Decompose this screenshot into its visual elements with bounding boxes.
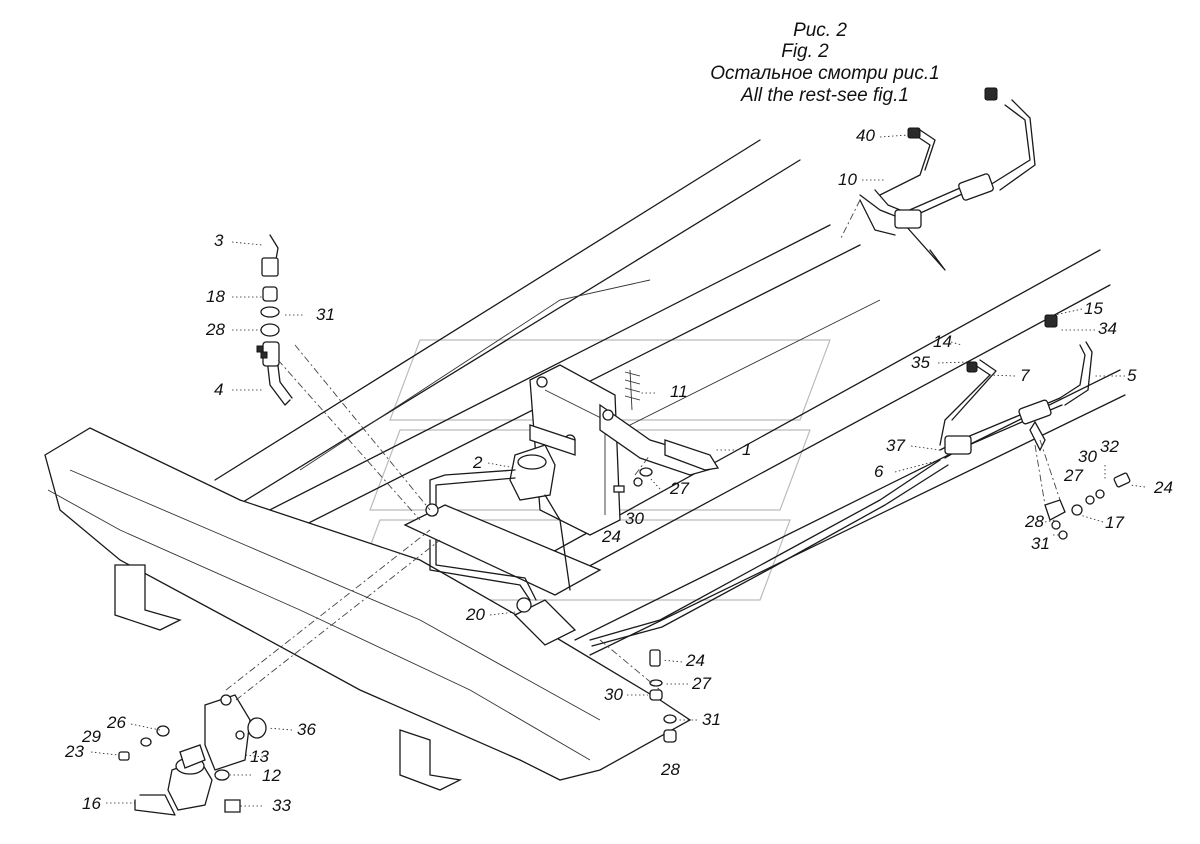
callout-30-right: 30 (1078, 447, 1097, 466)
callout-1: 1 (742, 440, 752, 459)
callout-28-right: 28 (1025, 512, 1044, 531)
callout-24-right: 24 (1154, 478, 1173, 497)
callout-24-bottom: 24 (686, 651, 705, 670)
callout-18: 18 (206, 287, 225, 306)
callout-11: 11 (670, 382, 688, 401)
callout-26: 26 (107, 713, 126, 732)
master-cylinder (509, 424, 576, 501)
callout-30-center: 30 (625, 509, 644, 528)
figure-caption-en: Fig. 2 (781, 41, 829, 62)
leader-lines (90, 134, 1146, 807)
callout-23: 23 (65, 742, 84, 761)
alignment-lines (225, 199, 1061, 701)
callout-7: 7 (1020, 366, 1030, 385)
callout-31-top: 31 (316, 305, 335, 324)
callout-37: 37 (886, 436, 905, 455)
callout-27-bottom: 27 (692, 674, 711, 693)
callout-36: 36 (297, 720, 316, 739)
callout-31-bottom: 31 (702, 710, 721, 729)
callout-35: 35 (911, 353, 930, 372)
callout-17: 17 (1105, 513, 1124, 532)
callout-34: 34 (1098, 319, 1117, 338)
callout-31-right: 31 (1031, 534, 1050, 553)
callout-10: 10 (838, 170, 857, 189)
callout-6: 6 (874, 462, 884, 481)
callout-13: 13 (250, 747, 269, 766)
callout-20: 20 (466, 605, 485, 624)
callout-16: 16 (82, 794, 101, 813)
callout-2: 2 (473, 453, 483, 472)
callout-5: 5 (1127, 366, 1137, 385)
callout-12: 12 (262, 766, 281, 785)
callout-14: 14 (933, 332, 952, 351)
callout-28-bottom: 28 (661, 760, 680, 779)
callout-24-center: 24 (602, 527, 621, 546)
callout-27-right: 27 (1064, 466, 1083, 485)
see-also-note-en: All the rest-see fig.1 (741, 85, 909, 106)
callout-29: 29 (82, 727, 101, 746)
figure-caption-ru: Рис. 2 (793, 20, 847, 41)
see-also-note-ru: Остальное смотри рис.1 (710, 63, 940, 84)
reservoir-assembly (118, 694, 267, 816)
fittings (256, 87, 1058, 613)
callout-27-center: 27 (670, 479, 689, 498)
front-cross-member (44, 427, 692, 791)
callout-3: 3 (214, 231, 224, 250)
callout-4: 4 (214, 380, 224, 399)
callout-40: 40 (856, 126, 875, 145)
hardware (613, 467, 1131, 743)
callout-28-top: 28 (206, 320, 225, 339)
callout-30-bottom: 30 (604, 685, 623, 704)
callout-33: 33 (272, 796, 291, 815)
callout-32: 32 (1100, 437, 1119, 456)
callout-15: 15 (1084, 299, 1103, 318)
